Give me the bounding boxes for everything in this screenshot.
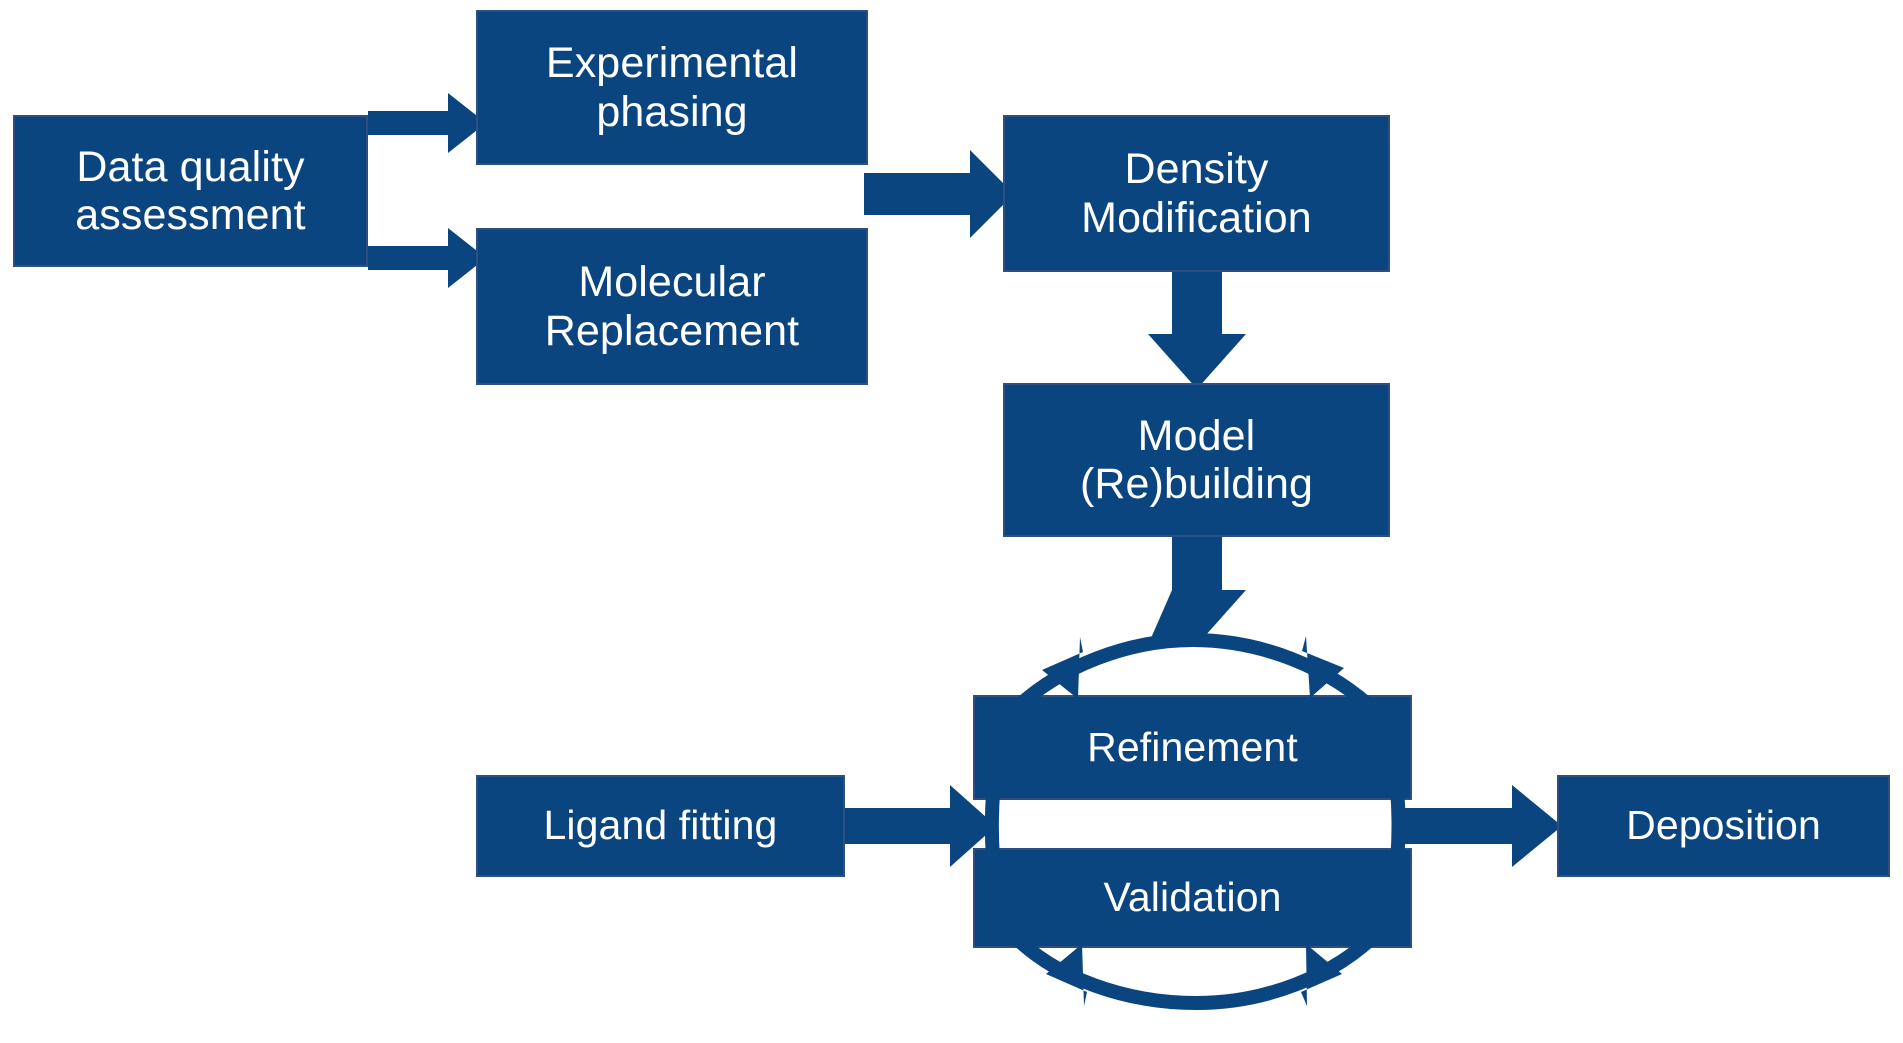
- cycle-arc-bottom-left: [1004, 927, 1198, 1010]
- node-label-line2: (Re)building: [1079, 460, 1314, 508]
- node-label-line1: Experimental: [545, 39, 799, 88]
- arrow-cycle-to-deposition: [1392, 785, 1562, 867]
- node-label-line2: Modification: [1081, 193, 1312, 242]
- node-label-line1: Data quality: [76, 142, 305, 191]
- node-label-line2: phasing: [596, 87, 748, 136]
- node-refinement[interactable]: Refinement: [973, 695, 1412, 800]
- cycle-arc-top-left: [1007, 633, 1194, 718]
- node-label-line1: Density: [1124, 145, 1269, 194]
- cycle-arc-right-side: [1371, 710, 1406, 934]
- node-label: Refinement: [1087, 723, 1298, 770]
- node-density-modification[interactable]: Density Modification: [1003, 115, 1390, 272]
- arrow-ligand-fitting-to-refinement: [843, 785, 996, 867]
- node-molecular-replacement[interactable]: Molecular Replacement: [476, 228, 868, 385]
- node-label: Ligand fitting: [543, 802, 778, 849]
- cycle-arc-top-right: [1192, 633, 1383, 719]
- node-experimental-phasing[interactable]: Experimental phasing: [476, 10, 868, 165]
- node-label-line1: Molecular: [578, 258, 766, 307]
- node-label-line2: assessment: [75, 191, 306, 239]
- arrow-model-rebuilding-to-refinement: [1148, 533, 1246, 645]
- node-label-line1: Model: [1137, 411, 1256, 460]
- cycle-arrowhead-bottom-left: [1046, 944, 1087, 1006]
- node-validation[interactable]: Validation: [973, 848, 1412, 948]
- node-data-quality-assessment[interactable]: Data quality assessment: [13, 115, 368, 267]
- cycle-arc-bottom-right: [1196, 925, 1386, 1010]
- cycle-arrowhead-bottom-right: [1301, 944, 1342, 1006]
- cycle-arc-left-side: [984, 708, 1019, 936]
- arrow-phasing-to-density-modification: [864, 150, 1014, 238]
- arrow-dqa-to-experimental-phasing: [368, 93, 486, 153]
- node-label: Deposition: [1626, 802, 1821, 849]
- node-label-line2: Replacement: [544, 306, 800, 355]
- cycle-arrowhead-top-left: [1042, 637, 1083, 699]
- arrow-density-modification-to-model-rebuilding: [1148, 268, 1246, 389]
- arrow-dqa-to-molecular-replacement: [368, 228, 486, 288]
- node-model-rebuilding[interactable]: Model (Re)building: [1003, 383, 1390, 537]
- node-label: Validation: [1103, 874, 1282, 921]
- cycle-arrowhead-top-right: [1302, 636, 1344, 698]
- node-ligand-fitting[interactable]: Ligand fitting: [476, 775, 845, 877]
- node-deposition[interactable]: Deposition: [1557, 775, 1890, 877]
